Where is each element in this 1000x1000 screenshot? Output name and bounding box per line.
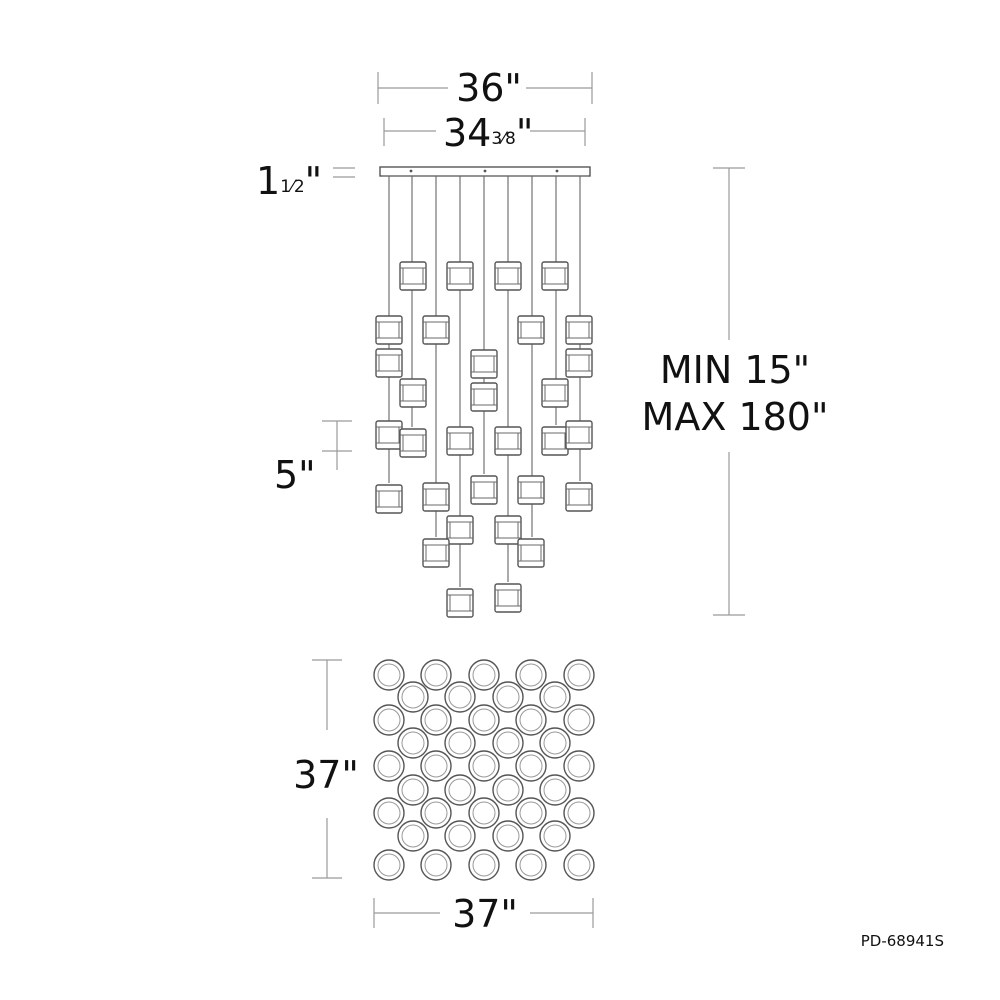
plan-shade: [420, 849, 452, 881]
pendant-shade: [565, 348, 593, 378]
pendant-shade: [565, 315, 593, 345]
pendant-shade: [470, 475, 498, 505]
pendant-shade: [494, 515, 522, 545]
pendant-shade: [517, 315, 545, 345]
plan-shade: [515, 704, 547, 736]
plan-shade: [539, 774, 571, 806]
plan-shade: [563, 704, 595, 736]
pendant-shade: [446, 261, 474, 291]
pendant-shade: [565, 420, 593, 450]
plan-shade: [420, 704, 452, 736]
plan-shade: [420, 659, 452, 691]
plan-shade: [397, 774, 429, 806]
pendant-shade: [422, 482, 450, 512]
plan-shade: [468, 659, 500, 691]
canopy-width-label: 343⁄8": [443, 111, 533, 155]
pendant-shade: [517, 538, 545, 568]
pendant-shade: [446, 426, 474, 456]
plan-shade: [444, 774, 476, 806]
model-number: PD-68941S: [861, 932, 944, 950]
plan-shade: [468, 750, 500, 782]
canopy-height-dimension: 11⁄2": [256, 159, 355, 203]
plan-shade: [397, 681, 429, 713]
pendant-shade: [375, 348, 403, 378]
width-label: 37": [452, 892, 518, 936]
canopy-width-dimension: 343⁄8": [383, 111, 586, 155]
pendant-shade: [541, 426, 569, 456]
plan-shade: [492, 681, 524, 713]
plan-shade: [373, 849, 405, 881]
overall-width-label: 36": [456, 66, 522, 110]
plan-shade: [397, 727, 429, 759]
pendant-shade: [565, 482, 593, 512]
plan-shade: [539, 727, 571, 759]
pendant-shade: [470, 382, 498, 412]
plan-shade: [468, 704, 500, 736]
plan-shade: [492, 820, 524, 852]
pendant-shade: [541, 261, 569, 291]
overall-height-dimension: MIN 15" MAX 180": [642, 167, 829, 616]
plan-shade: [444, 820, 476, 852]
pendant-shade: [517, 475, 545, 505]
depth-dimension: 37": [293, 659, 359, 879]
plan-shade: [539, 820, 571, 852]
plan-shade: [515, 750, 547, 782]
plan-shade: [444, 681, 476, 713]
plan-view: [373, 659, 595, 881]
pendant-shade: [375, 484, 403, 514]
pendant-shade: [446, 588, 474, 618]
plan-shade: [492, 727, 524, 759]
plan-shade: [563, 750, 595, 782]
width-dimension: 37": [373, 892, 594, 936]
height-min-label: MIN 15": [660, 348, 810, 392]
plan-shade: [373, 704, 405, 736]
plan-shade: [468, 797, 500, 829]
plan-shade: [563, 659, 595, 691]
pendant-shade: [470, 349, 498, 379]
depth-label: 37": [293, 753, 359, 797]
shade-height-dimension: 5": [274, 420, 352, 497]
pendant-shade: [422, 315, 450, 345]
height-max-label: MAX 180": [642, 395, 829, 439]
canopy-height-label: 11⁄2": [256, 159, 322, 203]
plan-shade: [563, 849, 595, 881]
plan-shade: [373, 797, 405, 829]
pendant-shade: [399, 428, 427, 458]
plan-shade: [468, 849, 500, 881]
pendant-shade: [446, 515, 474, 545]
pendant-shade: [399, 261, 427, 291]
plan-shade: [539, 681, 571, 713]
pendant-shade: [399, 378, 427, 408]
plan-shade: [397, 820, 429, 852]
pendant-shade: [494, 426, 522, 456]
canopy: [379, 166, 591, 177]
pendant-shades: [375, 261, 593, 618]
plan-shade: [373, 750, 405, 782]
plan-shade: [515, 659, 547, 691]
pendant-shade: [541, 378, 569, 408]
plan-shade: [420, 750, 452, 782]
pendant-shade: [422, 538, 450, 568]
overall-width-dimension: 36": [377, 66, 593, 110]
pendant-shade: [494, 583, 522, 613]
pendant-shade: [375, 315, 403, 345]
plan-shade: [515, 849, 547, 881]
plan-shade: [444, 727, 476, 759]
pendant-shade: [494, 261, 522, 291]
plan-shade: [515, 797, 547, 829]
plan-shade: [420, 797, 452, 829]
shade-height-label: 5": [274, 453, 316, 497]
plan-shade: [492, 774, 524, 806]
plan-shade: [373, 659, 405, 691]
plan-shade: [563, 797, 595, 829]
pendant-shade: [375, 420, 403, 450]
